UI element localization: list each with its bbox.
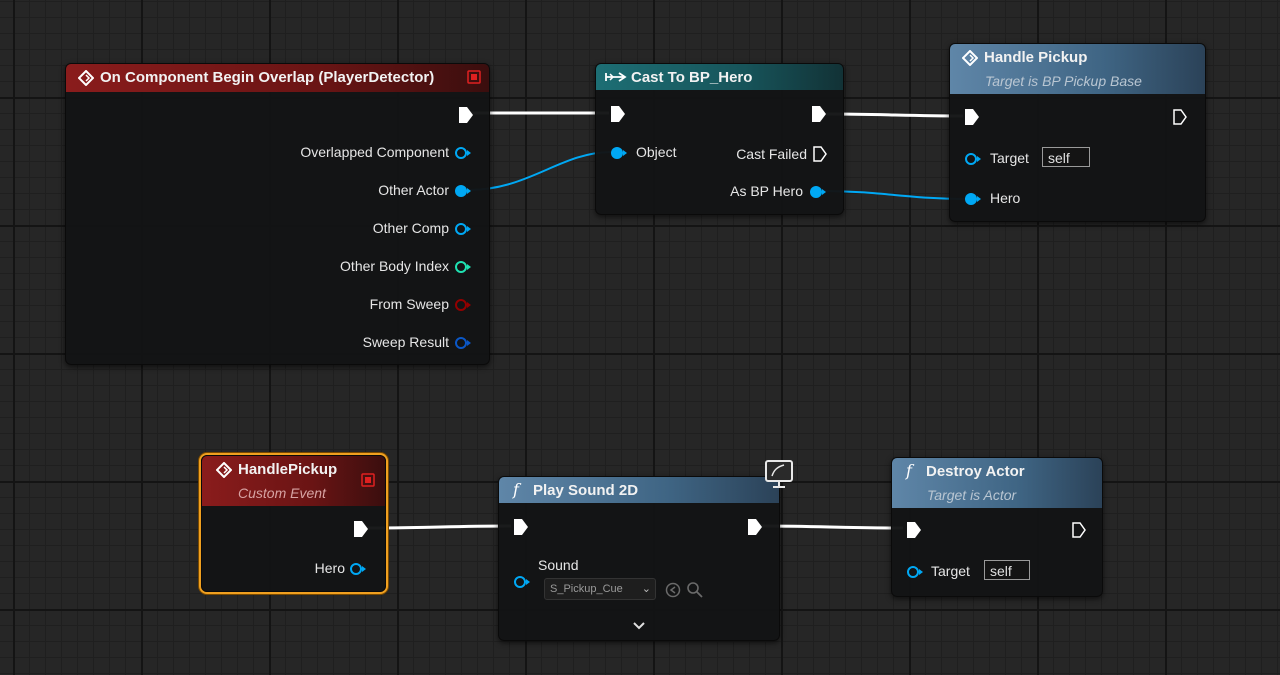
node-on-component-begin-overlap[interactable]: On Component Begin Overlap (PlayerDetect…: [65, 63, 490, 365]
pin-label-overlapped-component: Overlapped Component: [300, 144, 449, 160]
object-pin-icon[interactable]: [454, 222, 472, 236]
exec-out-pin-empty[interactable]: [1172, 108, 1188, 126]
node-cast-to-bp-hero[interactable]: Cast To BP_Hero Object Cast Failed As BP…: [595, 63, 844, 215]
pin-label-from-sweep: From Sweep: [369, 296, 449, 312]
int-pin-icon[interactable]: [454, 260, 472, 274]
pin-label-as-bp-hero: As BP Hero: [730, 183, 803, 199]
node-title: Handle Pickup: [984, 49, 1088, 66]
browse-search-icon[interactable]: [686, 581, 704, 599]
node-title: Cast To BP_Hero: [631, 69, 753, 86]
struct-pin-icon[interactable]: [454, 336, 472, 350]
node-title: Play Sound 2D: [533, 482, 639, 499]
exec-in-pin[interactable]: [610, 105, 626, 123]
node-subtitle: Custom Event: [238, 485, 326, 501]
function-f-icon: f: [513, 480, 519, 499]
node-title: On Component Begin Overlap (PlayerDetect…: [100, 69, 435, 86]
exec-out-pin[interactable]: [353, 520, 369, 538]
object-pin-icon[interactable]: [809, 185, 827, 199]
event-diamond-icon: [216, 462, 232, 478]
exec-wire-play-sound-to-destroy[interactable]: [759, 524, 904, 530]
exec-wire-cast-to-handle-pickup[interactable]: [825, 112, 964, 118]
node-handlepickup-custom-event[interactable]: HandlePickup Custom Event Hero: [201, 455, 386, 592]
pin-label-sound: Sound: [538, 557, 579, 573]
pin-label-target: Target: [931, 563, 970, 579]
exec-out-pin[interactable]: [811, 105, 827, 123]
node-handle-pickup-call[interactable]: Handle Pickup Target is BP Pickup Base T…: [949, 43, 1206, 222]
node-header: [66, 64, 489, 92]
object-pin-icon[interactable]: [964, 192, 982, 206]
pin-label-hero: Hero: [990, 190, 1021, 206]
exec-in-pin[interactable]: [513, 518, 529, 536]
pin-label-hero: Hero: [314, 560, 345, 576]
pin-label-other-actor: Other Actor: [378, 182, 449, 198]
pin-label-target: Target: [990, 150, 1029, 166]
client-monitor-icon: [765, 460, 793, 488]
exec-out-pin-empty[interactable]: [812, 145, 828, 163]
function-f-icon: f: [906, 461, 912, 480]
exec-in-pin[interactable]: [906, 521, 922, 539]
exec-in-pin[interactable]: [964, 108, 980, 126]
object-pin-icon[interactable]: [349, 562, 367, 576]
node-title: HandlePickup: [238, 461, 338, 478]
sound-asset-value: S_Pickup_Cue: [550, 583, 623, 595]
object-pin-icon[interactable]: [454, 184, 472, 198]
exec-wire-event-to-play-sound[interactable]: [365, 524, 512, 530]
bool-pin-icon[interactable]: [454, 298, 472, 312]
object-pin-icon[interactable]: [513, 575, 531, 589]
node-title: Destroy Actor: [926, 463, 1025, 480]
chevron-down-icon: ⌄: [641, 583, 651, 595]
node-header: [950, 44, 1205, 94]
node-header: [202, 456, 385, 506]
node-header: [499, 477, 779, 503]
pin-label-object: Object: [636, 144, 677, 160]
object-pin-icon[interactable]: [610, 146, 628, 160]
delegate-square-icon[interactable]: [361, 473, 375, 487]
exec-out-pin[interactable]: [458, 106, 474, 124]
pin-label-other-body-index: Other Body Index: [340, 258, 449, 274]
object-pin-icon[interactable]: [964, 152, 982, 166]
exec-out-pin[interactable]: [747, 518, 763, 536]
use-selected-asset-icon[interactable]: [665, 582, 681, 598]
pin-label-other-comp: Other Comp: [372, 220, 449, 236]
pin-label-sweep-result: Sweep Result: [362, 334, 449, 350]
node-play-sound-2d[interactable]: f Play Sound 2D Sound S_Pickup_Cue ⌄: [498, 476, 780, 641]
object-pin-icon[interactable]: [454, 146, 472, 160]
cast-arrows-icon: [605, 72, 627, 82]
object-pin-icon[interactable]: [906, 565, 924, 579]
node-subtitle: Target is BP Pickup Base: [985, 73, 1142, 89]
pin-label-cast-failed: Cast Failed: [736, 146, 807, 162]
node-destroy-actor[interactable]: f Destroy Actor Target is Actor Target s…: [891, 457, 1103, 597]
sound-asset-dropdown[interactable]: S_Pickup_Cue ⌄: [544, 578, 656, 600]
exec-out-pin-empty[interactable]: [1071, 521, 1087, 539]
event-diamond-icon: [78, 70, 94, 86]
target-value-field[interactable]: self: [984, 560, 1030, 580]
expand-chevron-icon[interactable]: [633, 621, 645, 631]
event-diamond-icon: [962, 50, 978, 66]
target-value-field[interactable]: self: [1042, 147, 1090, 167]
delegate-square-icon[interactable]: [467, 70, 481, 84]
node-subtitle: Target is Actor: [927, 487, 1017, 503]
node-header: [596, 64, 843, 90]
node-header: [892, 458, 1102, 508]
